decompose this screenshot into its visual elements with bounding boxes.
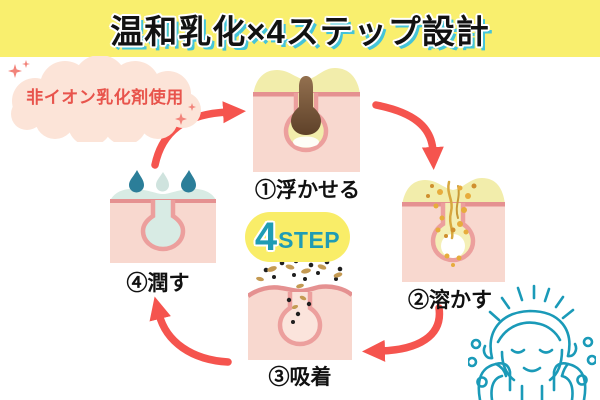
sparkle-icon: [8, 60, 30, 78]
skin-pore-moisturized-illustration: [110, 170, 216, 263]
cycle-arrow-2-to-3: [362, 304, 444, 362]
water-droplet-icons: [129, 170, 196, 193]
step-1-label: ①浮かせる: [255, 179, 360, 202]
cloud-badge-label: 非イオン乳化剤使用: [26, 88, 184, 107]
cycle-arrow-1-to-2: [372, 101, 444, 170]
page-title: 温和乳化×4ステップ設計: [110, 12, 490, 50]
step-4-moisturize: [110, 170, 216, 268]
cloud-shape-icon: [11, 56, 201, 142]
skin-pore-dissolving-illustration: [402, 178, 505, 282]
step-2-label: ②溶かす: [408, 289, 492, 312]
skin-pore-adsorption-illustration: [246, 258, 354, 360]
4step-badge: 4 STEP: [245, 212, 350, 262]
step-2-dissolve: [402, 172, 505, 287]
step-3-adsorb: [246, 258, 354, 365]
4step-badge-suffix: STEP: [278, 226, 341, 253]
4step-badge-number: 4: [254, 215, 278, 259]
face-washing-illustration: [468, 284, 596, 400]
sparkle-icon: [175, 103, 196, 125]
skin-pore-sebum-illustration: [253, 68, 360, 172]
step-4-label: ④潤す: [126, 272, 190, 295]
step-3-label: ③吸着: [268, 366, 332, 389]
cloud-badge: 非イオン乳化剤使用: [5, 56, 205, 142]
cycle-arrow-3-to-4: [149, 296, 232, 366]
title-banner: 温和乳化×4ステップ設計: [0, 0, 600, 57]
step-1-float: [253, 62, 360, 177]
